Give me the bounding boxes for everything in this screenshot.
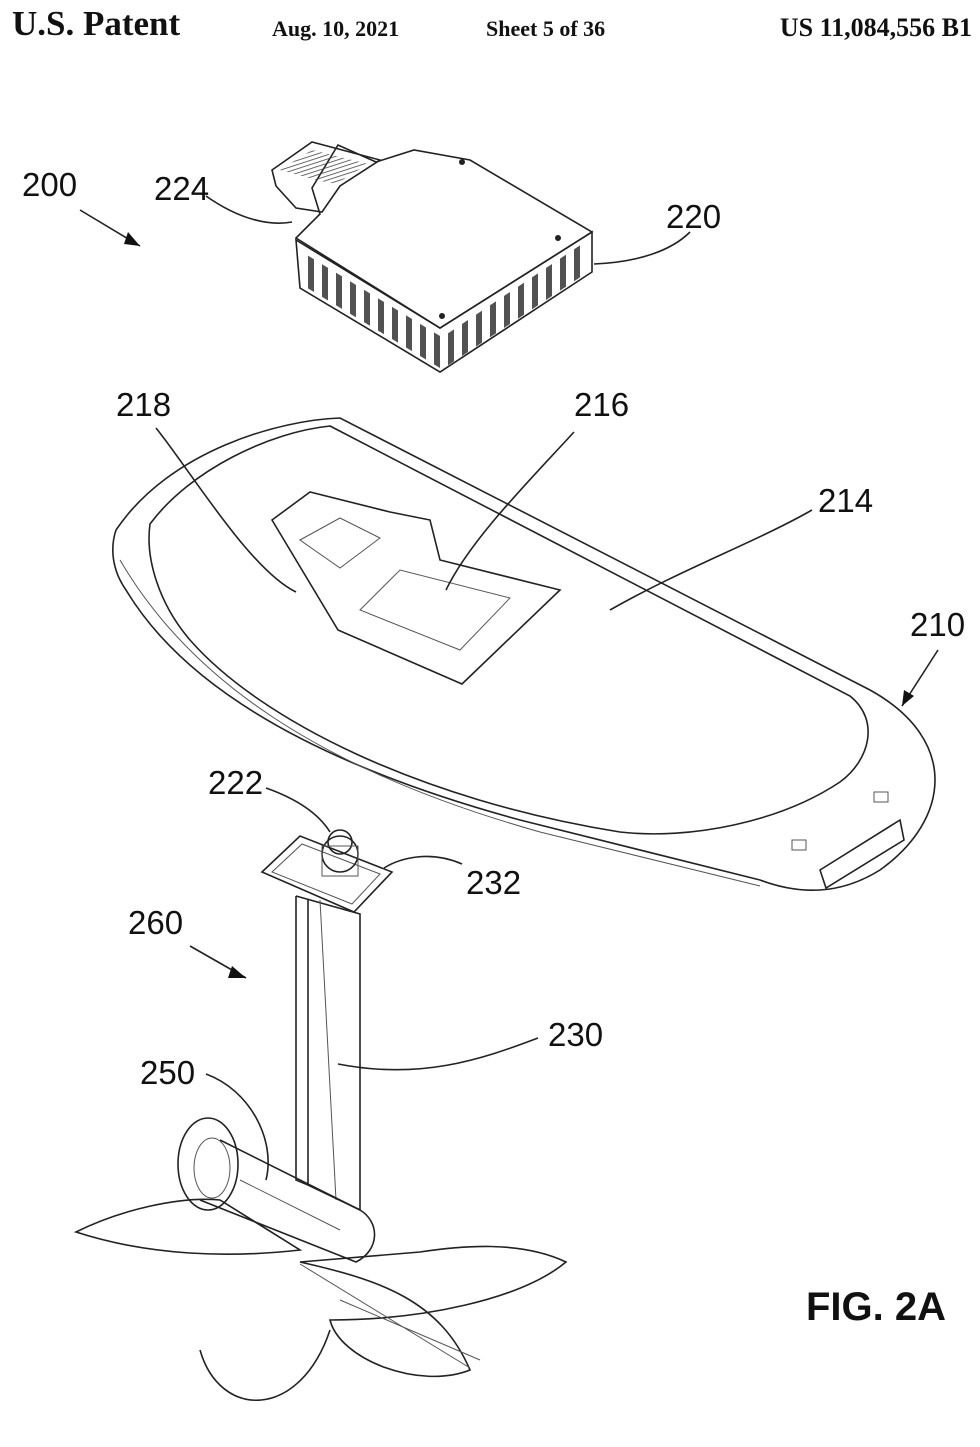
ref-224: 224 — [154, 170, 209, 207]
ref-222: 222 — [208, 764, 263, 801]
header-date: Aug. 10, 2021 — [272, 16, 400, 41]
hydrofoil — [73, 1117, 568, 1401]
ref-200: 200 — [22, 166, 77, 203]
ref-260: 260 — [128, 904, 183, 941]
ref-232: 232 — [466, 864, 521, 901]
ref-218: 218 — [116, 386, 171, 423]
ref-210: 210 — [910, 606, 965, 643]
ref-220: 220 — [666, 198, 721, 235]
board — [112, 417, 936, 892]
header-patent-number: US 11,084,556 B1 — [779, 13, 972, 42]
ref-230: 230 — [548, 1016, 603, 1053]
ref-250: 250 — [140, 1054, 195, 1091]
header-title: U.S. Patent — [12, 4, 181, 43]
battery-pack — [271, 141, 594, 373]
header-sheet: Sheet 5 of 36 — [486, 16, 606, 41]
figure-label: FIG. 2A — [806, 1285, 946, 1329]
leader-lines — [79, 195, 939, 1181]
ref-214: 214 — [818, 482, 873, 519]
ref-216: 216 — [574, 386, 629, 423]
mast — [260, 829, 394, 1212]
